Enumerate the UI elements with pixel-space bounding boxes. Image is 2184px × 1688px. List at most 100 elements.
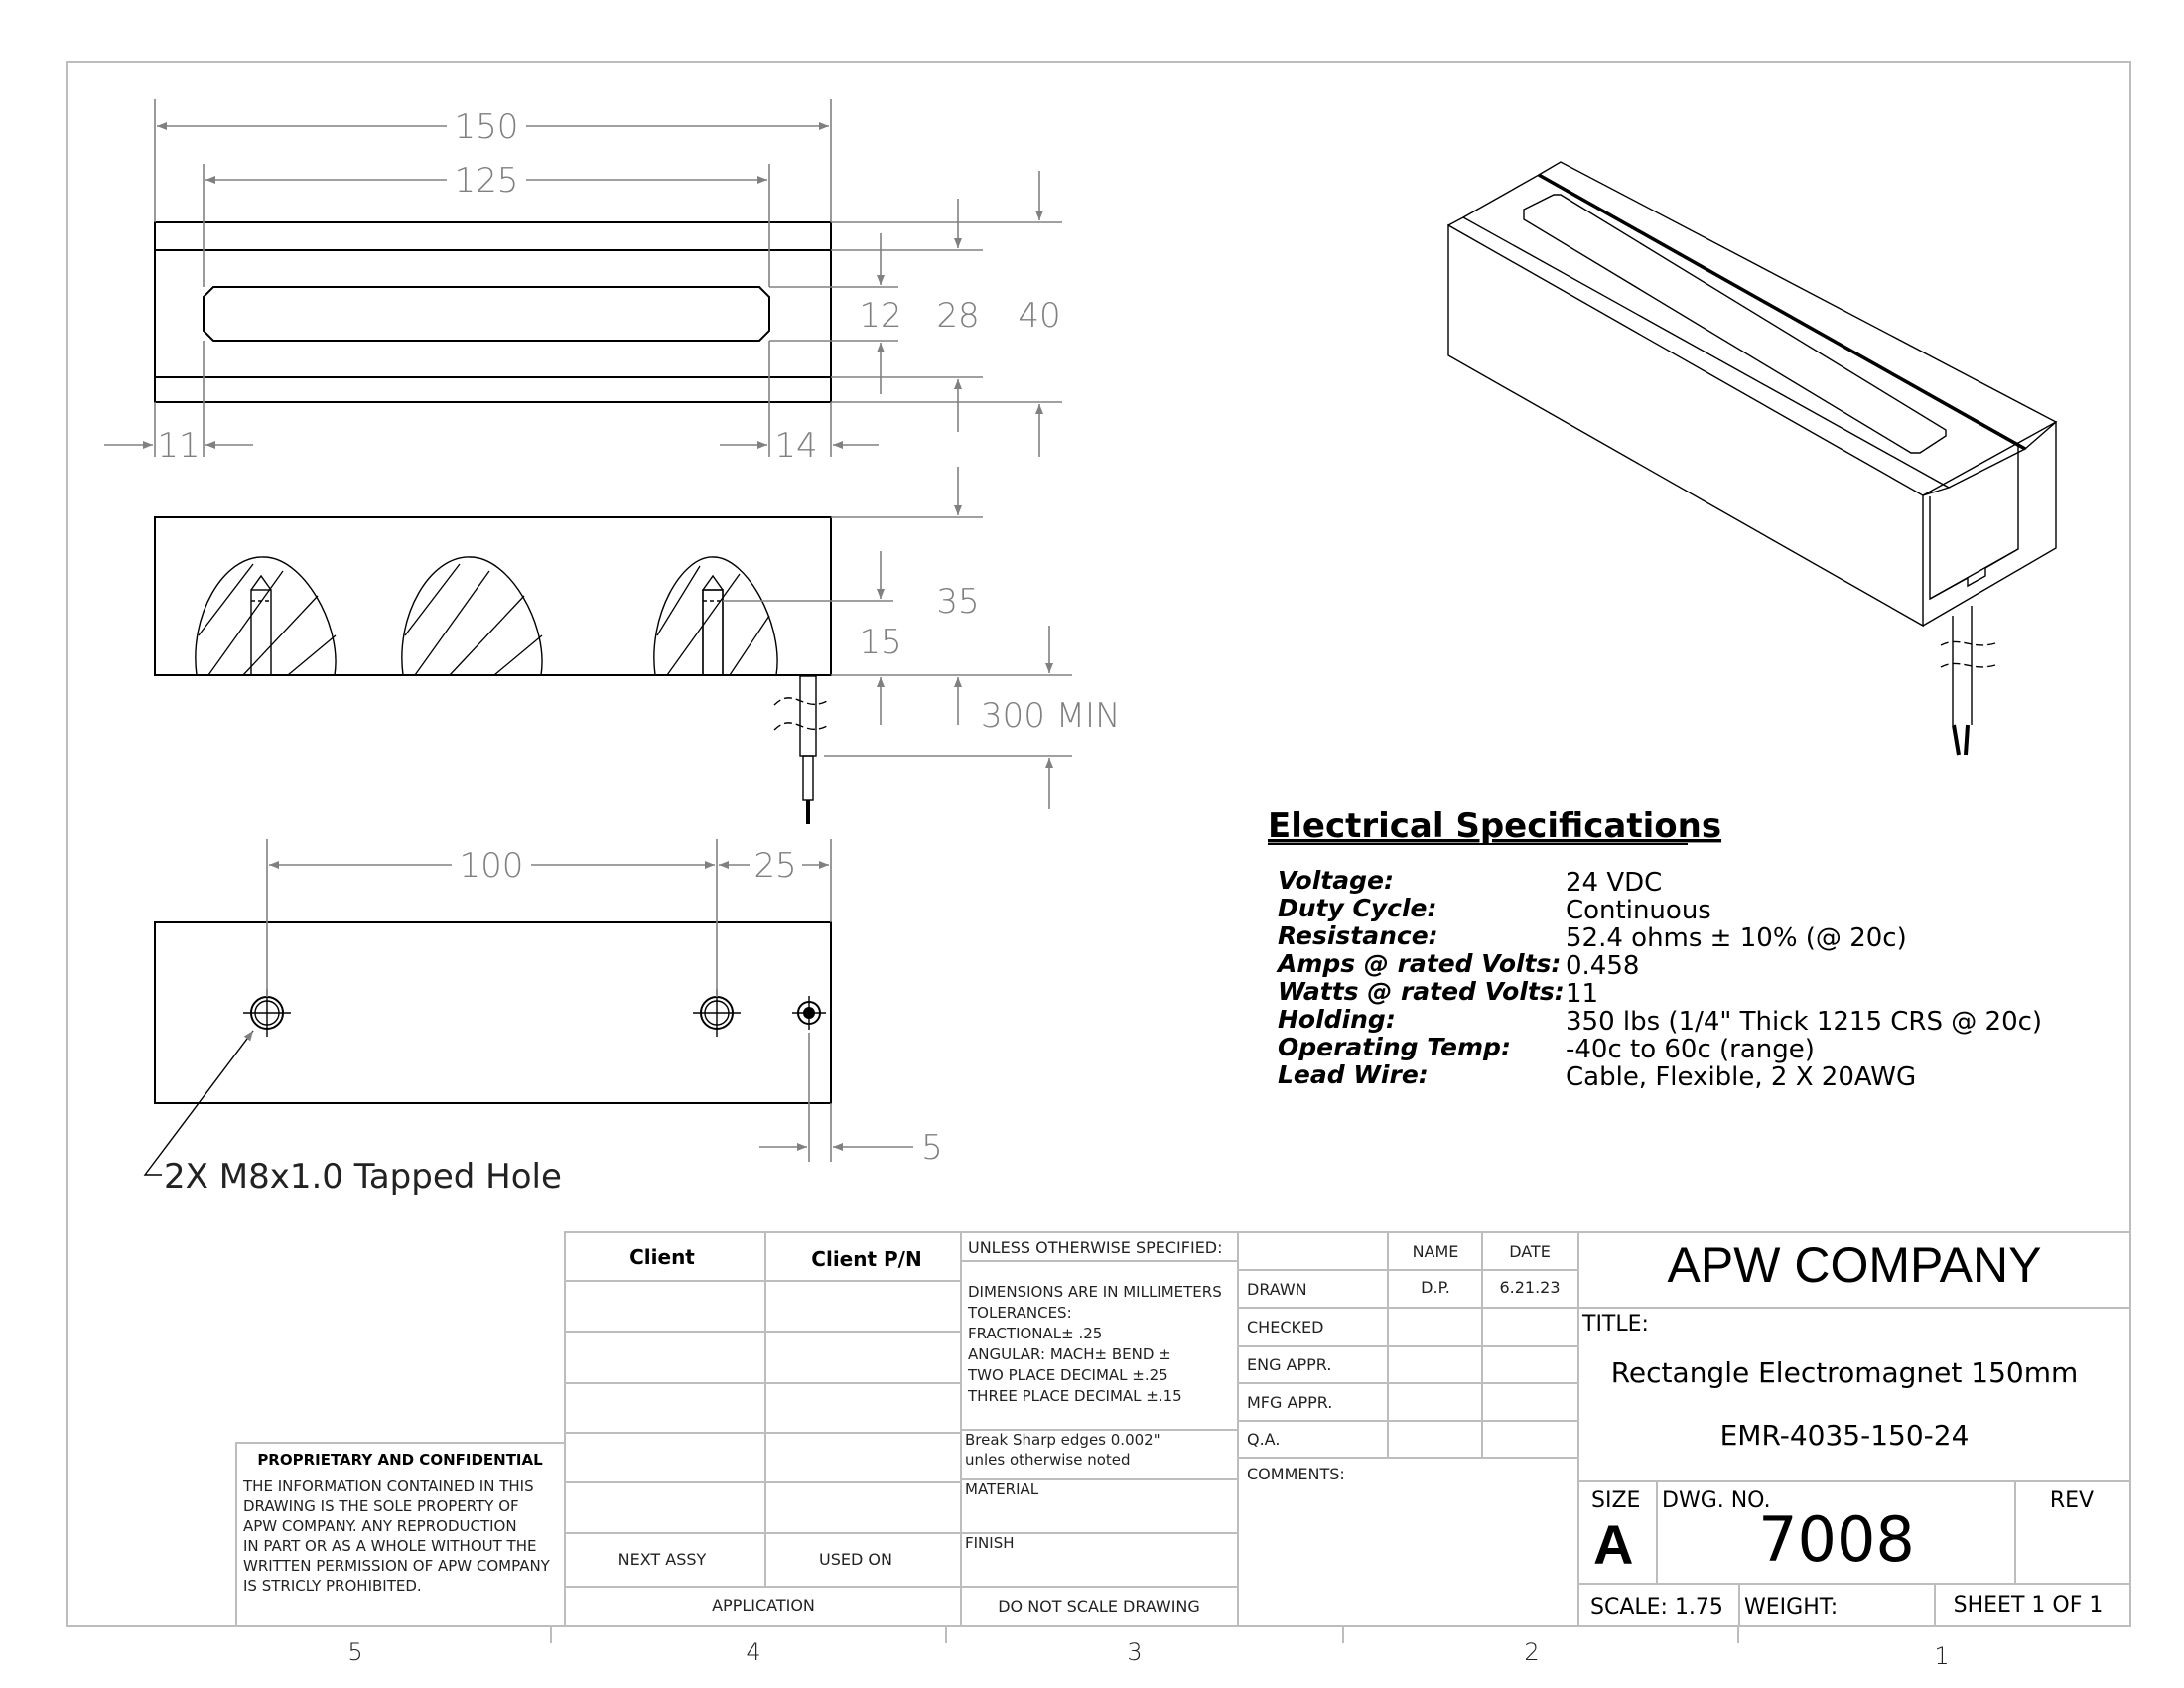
drawing-title: Rectangle Electromagnet 150mm (1611, 1356, 2079, 1389)
title-block-tolerances-0: DIMENSIONS ARE IN MILLIMETERS (968, 1283, 1222, 1301)
spec-row: Operating Temp: -40c to 60c (range) (1278, 1033, 1815, 1064)
title-block-comments: COMMENTS: (1247, 1465, 1345, 1483)
top-view (154, 221, 832, 403)
dim-14: 14 (774, 426, 817, 466)
specs-rows-7-label: Lead Wire: (1278, 1060, 1429, 1089)
specs-rows-3-label: Amps @ rated Volts: (1276, 949, 1561, 978)
title-block-checked: CHECKED (1247, 1318, 1323, 1336)
title-block-do-not-scale: DO NOT SCALE DRAWING (998, 1597, 1200, 1616)
title-block-client: Client (629, 1245, 695, 1269)
title-block-material: MATERIAL (965, 1480, 1039, 1498)
specs-rows-4-label: Watts @ rated Volts: (1278, 977, 1565, 1006)
zones-3: 2 (1524, 1638, 1539, 1666)
bottom-view-dimensions: 100 25 5 2X M8x1.0 Tapped Hole (143, 839, 943, 1196)
title-block-name-hdr: NAME (1413, 1242, 1459, 1261)
dim-25: 25 (753, 846, 796, 886)
zones-4: 1 (1934, 1642, 1949, 1670)
title-block: Client Client P/N NEXT ASSY USED ON APPL… (564, 1231, 2131, 1627)
cable-exit (792, 996, 826, 1030)
title-block-drawn-date: 6.21.23 (1499, 1278, 1560, 1297)
zones-0: 5 (347, 1638, 362, 1666)
company-name: APW COMPANY (1668, 1237, 2042, 1293)
front-view (154, 516, 832, 824)
section-hole-right (401, 556, 724, 676)
title-block-finish: FINISH (965, 1534, 1015, 1552)
proprietary-title: PROPRIETARY AND CONFIDENTIAL (257, 1451, 543, 1469)
title-block-size: A (1593, 1513, 1633, 1576)
electrical-specifications: Electrical Specifications Voltage: 24 VDC… (1268, 806, 2042, 1092)
zones-1: 4 (746, 1638, 760, 1666)
specs-rows-1-label: Duty Cycle: (1278, 894, 1437, 922)
title-block-title-label: TITLE: (1581, 1312, 1649, 1336)
specs-rows-3-value: 0.458 (1566, 951, 1639, 981)
title-block-size-label: SIZE (1591, 1488, 1640, 1513)
dim-11: 11 (157, 426, 200, 466)
isometric-view (1447, 161, 2058, 756)
proprietary-lines-2: APW COMPANY. ANY REPRODUCTION (243, 1517, 517, 1535)
dim-35: 35 (936, 582, 979, 622)
spec-row: Resistance:52.4 ohms ± 10% (@ 20c) (1278, 921, 1907, 953)
specs-rows-0-label: Voltage: (1278, 866, 1394, 895)
title-block-drawn: DRAWN (1247, 1280, 1307, 1299)
spec-row: Voltage: 24 VDC (1278, 866, 1662, 898)
front-view-dimensions: 35 15 300 MIN (723, 467, 1121, 809)
zones-2: 3 (1127, 1638, 1142, 1666)
hole-callout: 2X M8x1.0 Tapped Hole (164, 1157, 562, 1196)
specs-title: Electrical Specifications (1268, 806, 1721, 846)
bottom-view (154, 921, 832, 1104)
dim-40: 40 (1018, 296, 1060, 336)
title-block-tolerances-5: THREE PLACE DECIMAL ±.15 (967, 1387, 1182, 1405)
spec-row: Amps @ rated Volts:0.458 (1276, 949, 1639, 981)
title-block-date-hdr: DATE (1509, 1242, 1551, 1261)
proprietary-lines-5: IS STRICLY PROHIBITED. (243, 1577, 422, 1595)
dim-12: 12 (859, 296, 901, 336)
title-block-client-pn: Client P/N (811, 1247, 921, 1271)
specs-rows-1-value: Continuous (1566, 896, 1711, 925)
title-block-used-on: USED ON (819, 1550, 892, 1569)
title-block-tolerances-1: TOLERANCES: (967, 1304, 1072, 1322)
title-block-tolerances-3: ANGULAR: MACH± BEND ± (968, 1345, 1171, 1363)
zone-markers: 5 4 3 2 1 (347, 1626, 1950, 1670)
specs-rows-6-value: -40c to 60c (range) (1566, 1035, 1815, 1064)
title-block-next-assy: NEXT ASSY (618, 1550, 707, 1569)
title-block-rev-label: REV (2050, 1488, 2094, 1513)
top-view-dimensions: 150 125 12 28 40 11 14 (104, 99, 1062, 466)
spec-row: Holding: 350 lbs (1/4" Thick 1215 CRS @ 2… (1278, 1005, 2042, 1037)
dim-100: 100 (460, 846, 524, 886)
specs-rows-7-value: Cable, Flexible, 2 X 20AWG (1566, 1062, 1916, 1092)
specs-rows-5-label: Holding: (1278, 1005, 1396, 1034)
dim-300-min: 300 MIN (981, 696, 1121, 736)
title-block-weight: WEIGHT: (1744, 1595, 1838, 1619)
title-block-dwg-no-label: DWG. NO. (1662, 1488, 1771, 1513)
specs-rows-0-value: 24 VDC (1566, 868, 1662, 898)
specs-rows-2-label: Resistance: (1278, 921, 1438, 950)
section-hole-right-2 (653, 556, 778, 676)
part-number: EMR-4035-150-24 (1720, 1419, 1970, 1452)
dim-5: 5 (921, 1128, 943, 1168)
proprietary-notice: PROPRIETARY AND CONFIDENTIAL THE INFORMA… (235, 1442, 566, 1627)
proprietary-lines-4: WRITTEN PERMISSION OF APW COMPANY (243, 1557, 551, 1575)
title-block-tolerances-2: FRACTIONAL± .25 (968, 1325, 1102, 1342)
spec-row: Duty Cycle: Continuous (1278, 894, 1711, 925)
title-block-eng-appr: ENG APPR. (1247, 1355, 1331, 1374)
proprietary-lines-1: DRAWING IS THE SOLE PROPERTY OF (243, 1497, 519, 1515)
dim-150: 150 (455, 107, 519, 147)
title-block-sheet: SHEET 1 OF 1 (1954, 1593, 2104, 1618)
title-block-application: APPLICATION (712, 1596, 815, 1615)
dim-28: 28 (936, 296, 979, 336)
dim-15: 15 (859, 623, 901, 662)
title-block-mfg-appr: MFG APPR. (1247, 1393, 1332, 1412)
proprietary-lines-3: IN PART OR AS A WHOLE WITHOUT THE (243, 1537, 536, 1555)
specs-rows-5-value: 350 lbs (1/4" Thick 1215 CRS @ 20c) (1566, 1007, 2042, 1037)
title-block-qa: Q.A. (1247, 1430, 1280, 1449)
drawing-number: 7008 (1758, 1503, 1915, 1576)
specs-rows-4-value: 11 (1566, 979, 1598, 1009)
specs-rows-6-label: Operating Temp: (1278, 1033, 1511, 1061)
cable-lead (773, 675, 830, 824)
title-block-scale: SCALE: 1.75 (1590, 1595, 1723, 1619)
section-hole-left (195, 556, 337, 676)
proprietary-lines-0: THE INFORMATION CONTAINED IN THIS (242, 1477, 534, 1495)
title-block-tolerances-4: TWO PLACE DECIMAL ±.25 (967, 1366, 1168, 1384)
title-block-break-edges-1: unles otherwise noted (965, 1451, 1131, 1469)
